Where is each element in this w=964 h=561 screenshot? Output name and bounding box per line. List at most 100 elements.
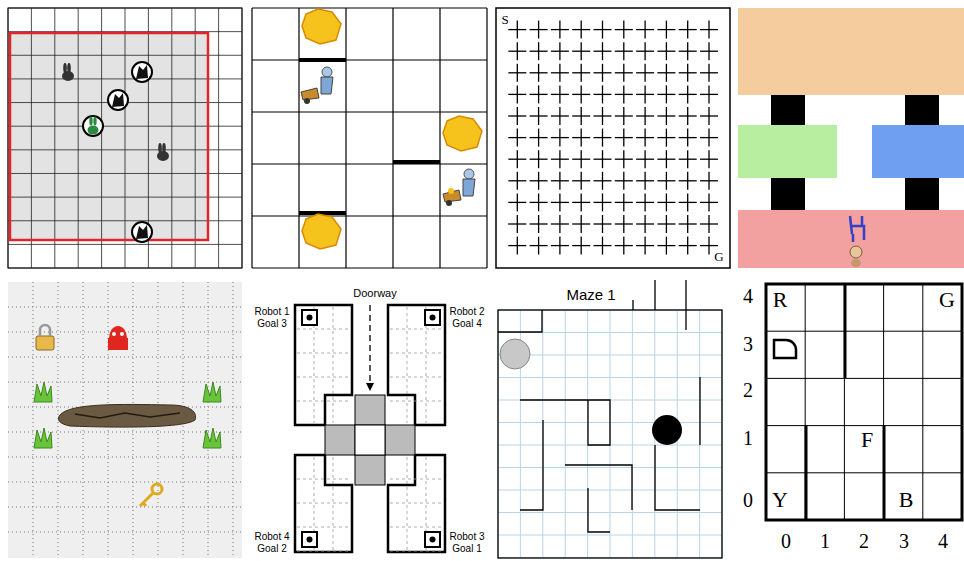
grid-line	[623, 107, 624, 125]
grid-line	[766, 425, 962, 426]
grid-line	[8, 382, 242, 383]
grid-line	[666, 172, 667, 190]
grid-line	[687, 237, 688, 255]
grid-label: 4	[743, 285, 753, 307]
grid-line	[666, 237, 667, 255]
grid-line	[666, 21, 667, 39]
grid-label: 3	[899, 530, 909, 552]
grid-line	[538, 42, 539, 60]
grid-label: G	[939, 288, 955, 312]
grid-label: Robot 3	[449, 531, 484, 542]
grid-label: B	[899, 488, 914, 512]
grid-line	[345, 8, 346, 268]
grid-line	[538, 237, 539, 255]
grid-line	[805, 284, 806, 520]
grid-line	[699, 310, 700, 558]
grid-line	[602, 150, 603, 168]
grid-line	[581, 150, 582, 168]
grid-line	[708, 193, 709, 211]
grid-line	[623, 193, 624, 211]
grid-line	[78, 8, 79, 268]
grid-line	[538, 107, 539, 125]
grid-line	[8, 8, 9, 268]
grid-line	[581, 172, 582, 190]
grid-line	[708, 129, 709, 147]
grid-line	[623, 215, 624, 233]
grid-line	[208, 282, 209, 558]
grid-line	[517, 129, 518, 147]
grid-line	[602, 193, 603, 211]
grid-line	[559, 172, 560, 190]
grid-line	[708, 215, 709, 233]
grid-line	[297, 353, 350, 354]
grid-line	[623, 237, 624, 255]
grid-line	[252, 59, 487, 60]
grid-line	[666, 85, 667, 103]
grid-line	[8, 507, 242, 508]
grid-line	[666, 215, 667, 233]
grid-line	[687, 107, 688, 125]
grid-line	[666, 42, 667, 60]
grid-line	[844, 284, 845, 520]
grid-line	[297, 503, 350, 504]
grid-label: S	[501, 13, 508, 27]
grid-line	[559, 215, 560, 233]
grid-line	[766, 331, 962, 332]
grid-line	[623, 42, 624, 60]
grid-line	[125, 8, 126, 268]
grid-line	[602, 42, 603, 60]
grid-label: Goal 4	[452, 318, 481, 329]
grid-label: Robot 1	[254, 306, 289, 317]
grid-line	[666, 64, 667, 82]
grid-line	[297, 479, 350, 480]
grid-line	[602, 172, 603, 190]
grid-line	[8, 268, 242, 269]
grid-line	[517, 237, 518, 255]
grid-line	[538, 172, 539, 190]
grid-line	[252, 163, 487, 164]
grid-label: Robot 2	[449, 306, 484, 317]
grid-label: Doorway	[353, 287, 396, 299]
grid-label: 0	[743, 489, 753, 511]
grid-line	[708, 85, 709, 103]
grid-line	[498, 535, 722, 536]
grid-line	[623, 64, 624, 82]
grid-line	[390, 401, 443, 402]
grid-line	[644, 172, 645, 190]
grid-line	[581, 85, 582, 103]
grid-line	[538, 21, 539, 39]
grid-line	[644, 107, 645, 125]
grid-line	[498, 467, 722, 468]
grid-line	[687, 21, 688, 39]
grid-label: 0	[781, 530, 791, 552]
grid-line	[559, 193, 560, 211]
grid-line	[559, 237, 560, 255]
grid-line	[708, 42, 709, 60]
grid-line	[298, 8, 299, 268]
grid-line	[498, 355, 722, 356]
grid-line	[517, 172, 518, 190]
grid-line	[687, 64, 688, 82]
grid-line	[708, 150, 709, 168]
grid-line	[581, 193, 582, 211]
grid-line	[517, 85, 518, 103]
grid-line	[498, 377, 722, 378]
grid-line	[8, 532, 242, 533]
grid-line	[581, 21, 582, 39]
grid-label: R	[773, 288, 788, 312]
grid-label: 2	[743, 379, 753, 401]
grid-line	[602, 21, 603, 39]
grid-line	[297, 377, 350, 378]
grid-line	[581, 237, 582, 255]
grid-line	[708, 21, 709, 39]
grid-line	[581, 64, 582, 82]
grid-line	[439, 8, 440, 268]
grid-line	[218, 8, 219, 268]
grid-line	[486, 8, 487, 268]
grid-line	[708, 64, 709, 82]
grid-line	[252, 215, 487, 216]
grid-line	[687, 42, 688, 60]
grid-label: G	[714, 250, 723, 264]
